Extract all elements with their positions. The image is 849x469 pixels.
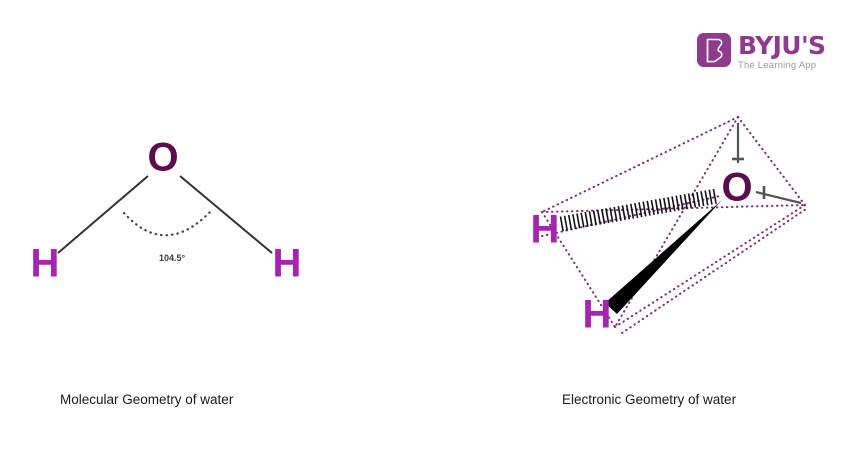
atom-label-hydrogen-left-1: H	[31, 242, 60, 286]
atom-label-oxygen-left: O	[147, 136, 178, 180]
lone-pair-right	[755, 186, 802, 205]
caption-molecular-geometry: Molecular Geometry of water	[60, 392, 234, 407]
bond-hashed-wedge-o-h	[559, 188, 719, 232]
bond-o-h-left	[57, 175, 149, 254]
tetra-edge-bottom-right	[614, 204, 806, 328]
atom-label-hydrogen-left-2: H	[273, 242, 302, 286]
bond-angle-label: 104.5°	[159, 253, 186, 263]
byjus-tagline: The Learning App	[738, 60, 817, 71]
tetra-edge-left-lower	[541, 195, 721, 237]
lone-pair-up	[732, 123, 744, 163]
bond-o-h-right	[179, 175, 273, 254]
byjus-logo-text: BYJU'S The Learning App	[738, 31, 826, 72]
tetra-edge-top-right	[737, 116, 806, 206]
bond-angle-arc	[122, 210, 212, 237]
atom-label-oxygen-right: O	[721, 166, 752, 210]
bond-solid-wedge-o-h	[605, 200, 722, 314]
tetrahedron-edges	[541, 116, 807, 334]
byjus-logo: BYJU'S The Learning App	[697, 33, 826, 75]
tetra-edge-bottom-far-right	[621, 208, 807, 334]
atom-label-hydrogen-right-back: H	[531, 208, 560, 252]
atom-label-hydrogen-right-front: H	[583, 293, 612, 337]
tetra-edge-top-bottom	[614, 116, 739, 328]
tetra-edge-left-right	[541, 204, 806, 213]
tetra-edge-top-left	[541, 116, 739, 213]
electronic-geometry-diagram: O H H	[531, 116, 807, 337]
caption-electronic-geometry: Electronic Geometry of water	[562, 392, 737, 407]
byjus-logo-mark-icon	[697, 33, 731, 67]
tetra-edge-left-bottom	[541, 211, 616, 328]
byjus-wordmark: BYJU'S	[738, 31, 826, 60]
